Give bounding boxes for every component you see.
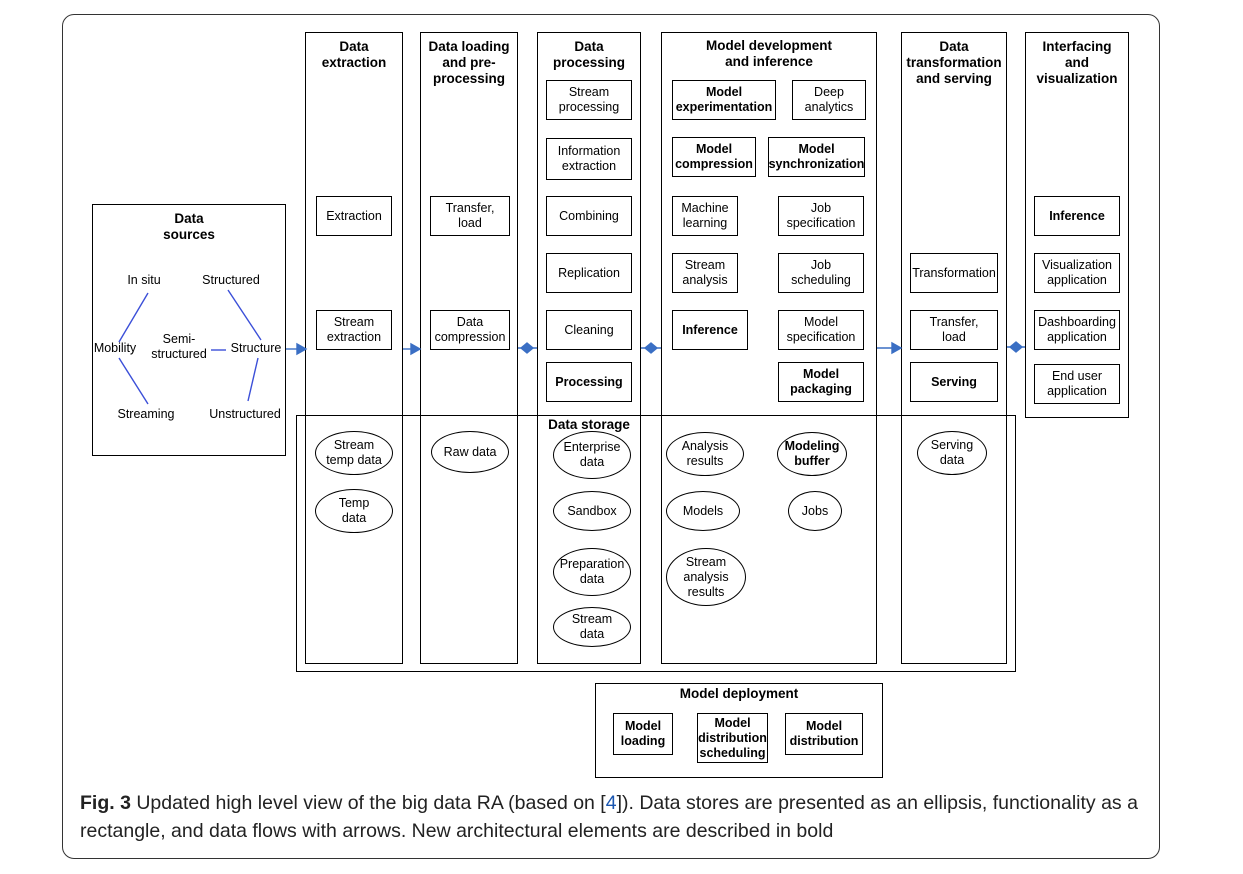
box-end-user-application: End user application [1034, 364, 1120, 404]
box-processing: Processing [546, 362, 632, 402]
store-serving-data: Serving data [917, 431, 987, 475]
box-stream-extraction: Stream extraction [316, 310, 392, 350]
title-data-transformation: Data transformation and serving [906, 39, 1002, 86]
store-stream-temp-data: Stream temp data [315, 431, 393, 475]
source-structure: Structure [230, 341, 282, 355]
box-replication: Replication [546, 253, 632, 293]
source-unstructured: Unstructured [209, 407, 281, 421]
store-preparation-data: Preparation data [553, 548, 631, 596]
box-job-specification: Job specification [778, 196, 864, 236]
title-data-processing: Data processing [552, 39, 626, 70]
caption-fig-label: Fig. 3 [80, 792, 131, 814]
box-cleaning: Cleaning [546, 310, 632, 350]
title-data-loading: Data loading and pre- processing [428, 39, 510, 86]
caption-text-1: Updated high level view of the big data … [130, 792, 606, 814]
box-inference-interfacing: Inference [1034, 196, 1120, 236]
box-model-packaging: Model packaging [778, 362, 864, 402]
store-jobs: Jobs [788, 491, 842, 531]
column-data-processing [537, 32, 641, 664]
store-analysis-results: Analysis results [666, 432, 744, 476]
box-machine-learning: Machine learning [672, 196, 738, 236]
column-model-development [661, 32, 877, 664]
box-serving: Serving [910, 362, 998, 402]
box-model-distribution-scheduling: Model distribution scheduling [697, 713, 768, 763]
figure-frame [62, 14, 1160, 859]
title-data-extraction: Data extraction [321, 39, 387, 70]
box-model-specification: Model specification [778, 310, 864, 350]
box-model-experimentation: Model experimentation [672, 80, 776, 120]
box-model-compression: Model compression [672, 137, 756, 177]
box-information-extraction: Information extraction [546, 138, 632, 180]
box-model-distribution: Model distribution [785, 713, 863, 755]
model-deployment-box [595, 683, 883, 778]
title-interfacing: Interfacing and visualization [1036, 39, 1118, 86]
box-model-synchronization: Model synchronization [768, 137, 865, 177]
box-dashboarding-application: Dashboarding application [1034, 310, 1120, 350]
store-stream-data: Stream data [553, 607, 631, 647]
box-model-loading: Model loading [613, 713, 673, 755]
box-extraction: Extraction [316, 196, 392, 236]
store-raw-data: Raw data [431, 431, 509, 473]
store-stream-analysis-results: Stream analysis results [666, 548, 746, 606]
figure-caption: Fig. 3 Updated high level view of the bi… [80, 789, 1148, 845]
source-structured: Structured [202, 273, 260, 287]
title-model-development: Model development and inference [705, 38, 832, 69]
store-modeling-buffer: Modeling buffer [777, 432, 847, 476]
box-job-scheduling: Job scheduling [778, 253, 864, 293]
box-deep-analytics: Deep analytics [792, 80, 866, 120]
source-in-situ: In situ [127, 273, 161, 287]
data-sources-title: Data sources [163, 211, 215, 242]
column-interfacing [1025, 32, 1129, 418]
store-sandbox: Sandbox [553, 491, 631, 531]
box-stream-analysis: Stream analysis [672, 253, 738, 293]
data-sources-box [92, 204, 286, 456]
box-transfer-load-serving: Transfer, load [910, 310, 998, 350]
source-semi-structured: Semi- structured [151, 332, 207, 361]
source-mobility: Mobility [93, 341, 137, 355]
model-deployment-title: Model deployment [679, 686, 799, 701]
caption-reference-link[interactable]: 4 [605, 792, 617, 814]
store-models: Models [666, 491, 740, 531]
data-storage-title: Data storage [548, 417, 630, 432]
data-storage-container [296, 415, 1016, 672]
box-transfer-load: Transfer, load [430, 196, 510, 236]
caption-text-2: ]). Data stores are presented as an elli… [80, 792, 1138, 842]
box-inference-model: Inference [672, 310, 748, 350]
source-streaming: Streaming [117, 407, 175, 421]
box-combining: Combining [546, 196, 632, 236]
box-data-compression: Data compression [430, 310, 510, 350]
box-visualization-application: Visualization application [1034, 253, 1120, 293]
box-stream-processing: Stream processing [546, 80, 632, 120]
store-temp-data: Temp data [315, 489, 393, 533]
box-transformation: Transformation [910, 253, 998, 293]
store-enterprise-data: Enterprise data [553, 431, 631, 479]
